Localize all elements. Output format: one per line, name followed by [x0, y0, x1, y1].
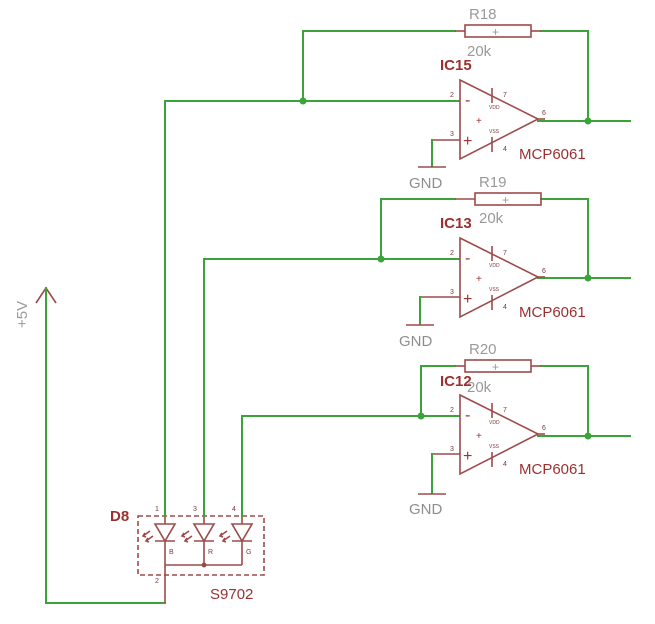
- opamp-pin-vdd: 7: [503, 250, 507, 257]
- feedback-wire-left: [420, 365, 456, 417]
- wire-g-channel: [241, 415, 460, 517]
- opamp-minus: -: [465, 250, 470, 267]
- stage-ic13: + R19 20k IC13 MCP6061 - + + VDD VSS 2 3…: [377, 174, 631, 350]
- opamp-pin-inv: 2: [450, 92, 454, 99]
- gnd-label: GND: [399, 333, 433, 350]
- opamp-pin-noninv: 3: [450, 289, 454, 296]
- led-name: D8: [110, 508, 129, 525]
- opamp-pin-inv: 2: [450, 407, 454, 414]
- led-d8: D8 S9702: [110, 506, 265, 603]
- stage-ic15: + R18 20k IC15 MCP6061 - + + VDD VSS 2 3…: [299, 6, 631, 192]
- opamp-name: IC15: [440, 57, 472, 74]
- opamp-vss-label: VSS: [489, 129, 500, 135]
- led-pin-3: 3: [193, 506, 197, 513]
- opamp-part: MCP6061: [519, 146, 586, 163]
- opamp-plus: +: [463, 291, 472, 308]
- opamp-ic12-icon: [432, 393, 545, 476]
- opamp-pin-vss: 4: [503, 304, 507, 311]
- resistor-value: 20k: [479, 210, 504, 227]
- resistor-name: R19: [479, 174, 507, 191]
- feedback-wire-right: [540, 365, 631, 437]
- junction-dot: [584, 117, 592, 125]
- opamp-pin-noninv: 3: [450, 131, 454, 138]
- opamp-name: IC13: [440, 215, 472, 232]
- led-channel-b: B: [169, 549, 174, 556]
- stage-ic12: + R20 20k IC12 MCP6061 - + + VDD VSS 2 3…: [409, 341, 631, 518]
- feedback-wire-right: [540, 30, 631, 122]
- supply-label: +5V: [14, 301, 31, 328]
- feedback-wire-left: [302, 30, 456, 102]
- wire-r-channel: [203, 258, 460, 517]
- junction-dot: [377, 255, 385, 263]
- gnd-label: GND: [409, 501, 443, 518]
- input-wires: [164, 100, 460, 517]
- opamp-name: IC12: [440, 373, 472, 390]
- resistor-value: 20k: [467, 43, 492, 60]
- opamp-part: MCP6061: [519, 461, 586, 478]
- feedback-wire-left: [380, 198, 456, 260]
- resistor-r19-icon: +: [455, 192, 542, 207]
- led-bus-junction: [201, 562, 207, 568]
- junction-dot: [299, 97, 307, 105]
- led-package-outline: [137, 515, 265, 576]
- opamp-pin-inv: 2: [450, 250, 454, 257]
- opamp-part: MCP6061: [519, 304, 586, 321]
- junction-dot: [584, 432, 592, 440]
- opamp-pin-out: 6: [542, 268, 546, 275]
- led-pin-1: 1: [155, 506, 159, 513]
- opamp-center-plus: +: [476, 431, 482, 442]
- opamp-center-plus: +: [476, 116, 482, 127]
- gnd-label: GND: [409, 175, 443, 192]
- junction-dot: [417, 412, 425, 420]
- diode-r-icon: [180, 516, 216, 565]
- resistor-polarity: +: [502, 193, 509, 207]
- opamp-ic15-icon: [432, 78, 545, 161]
- diode-g-icon: [218, 516, 254, 565]
- opamp-pin-vdd: 7: [503, 92, 507, 99]
- opamp-vss-label: VSS: [489, 287, 500, 293]
- opamp-plus: +: [463, 448, 472, 465]
- led-pin-4: 4: [232, 506, 236, 513]
- opamp-minus: -: [465, 92, 470, 109]
- junction-dot: [584, 274, 592, 282]
- resistor-polarity: +: [492, 360, 499, 374]
- opamp-pin-noninv: 3: [450, 446, 454, 453]
- opamp-pin-out: 6: [542, 110, 546, 117]
- resistor-r20-icon: +: [455, 359, 541, 374]
- led-pin-2: 2: [155, 578, 159, 585]
- opamp-center-plus: +: [476, 274, 482, 285]
- led-channel-r: R: [208, 549, 213, 556]
- led-part: S9702: [210, 586, 253, 603]
- opamp-pin-vss: 4: [503, 461, 507, 468]
- wire-b-channel: [164, 100, 460, 517]
- opamp-vdd-label: VDD: [489, 263, 500, 269]
- opamp-pin-out: 6: [542, 425, 546, 432]
- diode-b-icon: [141, 516, 177, 565]
- opamp-vdd-label: VDD: [489, 105, 500, 111]
- resistor-r18-icon: +: [455, 24, 541, 39]
- resistor-name: R20: [469, 341, 497, 358]
- led-channel-g: G: [246, 549, 251, 556]
- opamp-vdd-label: VDD: [489, 420, 500, 426]
- opamp-pin-vss: 4: [503, 146, 507, 153]
- resistor-value: 20k: [467, 379, 492, 396]
- opamp-minus: -: [465, 407, 470, 424]
- opamp-ic13-icon: [420, 236, 545, 319]
- resistor-name: R18: [469, 6, 497, 23]
- resistor-polarity: +: [492, 25, 499, 39]
- opamp-pin-vdd: 7: [503, 407, 507, 414]
- supply-5v: +5V: [14, 286, 166, 604]
- opamp-plus: +: [463, 133, 472, 150]
- feedback-wire-right: [540, 198, 631, 279]
- opamp-vss-label: VSS: [489, 444, 500, 450]
